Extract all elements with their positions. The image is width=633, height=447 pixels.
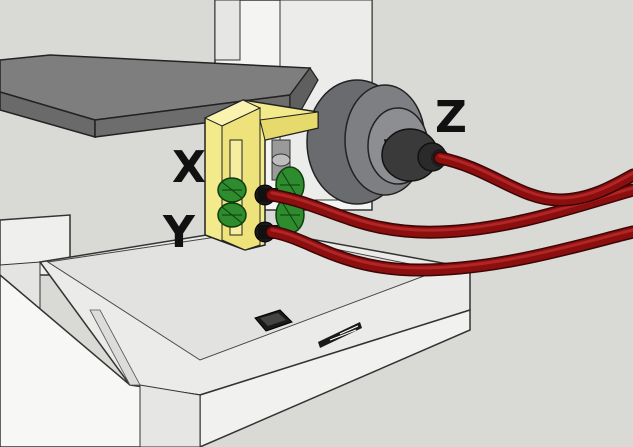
axis-label-x: X	[172, 142, 206, 193]
gear-icon	[217, 166, 305, 234]
axis-label-z: Z	[435, 92, 467, 143]
cables	[265, 151, 633, 277]
vent-icon	[318, 322, 362, 348]
switch-icon	[254, 309, 293, 332]
axis-label-y: Y	[162, 207, 196, 258]
